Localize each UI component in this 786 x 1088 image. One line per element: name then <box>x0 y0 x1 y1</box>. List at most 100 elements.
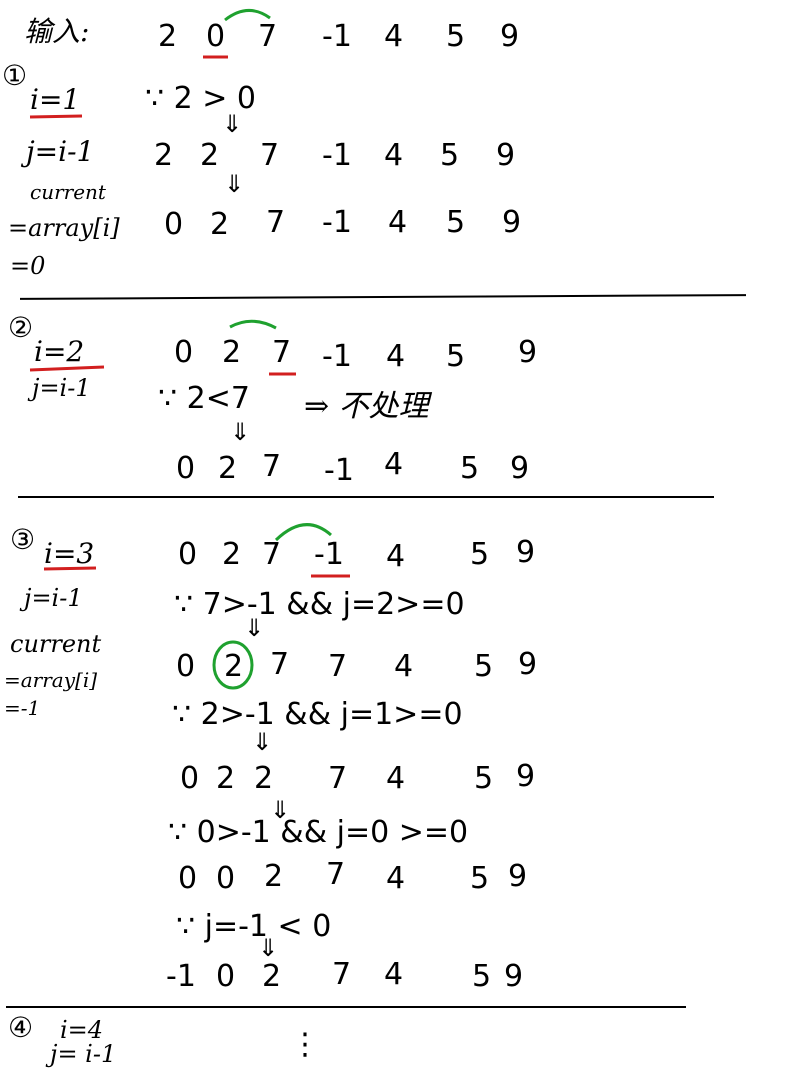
current-label: current <box>30 180 106 204</box>
array-cell: 2 <box>222 335 242 370</box>
array-cell: 7 <box>262 449 282 484</box>
array-cell: 4 <box>384 447 404 482</box>
array-cell: 0 <box>176 451 196 486</box>
green-arc <box>229 319 277 330</box>
array-cell: -1 <box>166 959 196 994</box>
array-cell: 4 <box>384 957 404 992</box>
array-cell: 9 <box>504 959 524 994</box>
array-cell: 0 <box>216 959 236 994</box>
array-cell: 9 <box>502 205 522 240</box>
condition-text: ∵ j=-1 < 0 <box>176 909 332 944</box>
array-cell: 0 <box>164 207 184 242</box>
array-cell: 7 <box>272 335 292 370</box>
array-cell: 0 <box>176 649 196 684</box>
array-cell: 5 <box>460 451 480 486</box>
down-arrow-icon: ⇓ <box>244 614 265 642</box>
array-cell: 7 <box>326 857 346 892</box>
array-cell: 9 <box>500 19 520 54</box>
array-cell: 4 <box>386 539 406 574</box>
array-cell: 9 <box>508 859 528 894</box>
array-cell: 0 <box>178 861 198 896</box>
array-cell: 9 <box>516 759 536 794</box>
array-cell: -1 <box>314 537 344 572</box>
array-cell: 9 <box>496 138 516 173</box>
array-cell: -1 <box>322 138 352 173</box>
array-cell: 7 <box>328 649 348 684</box>
array-cell: 4 <box>386 761 406 796</box>
array-cell: 4 <box>386 861 406 896</box>
array-cell: 7 <box>328 761 348 796</box>
step-marker: ③ <box>10 523 36 556</box>
array-cell: 5 <box>440 138 460 173</box>
array-cell: 7 <box>262 537 282 572</box>
array-cell: 0 <box>206 19 226 54</box>
array-cell: 5 <box>470 861 490 896</box>
j-label: j=i-1 <box>26 135 95 168</box>
array-cell: 2 <box>264 859 284 894</box>
current-expr: =array[i] <box>8 214 120 242</box>
input-label: 输入: <box>24 15 90 48</box>
array-cell: 0 <box>174 335 194 370</box>
array-cell: 7 <box>270 647 290 682</box>
continuation-dots: ⋮ <box>290 1027 320 1062</box>
j-label: j=i-1 <box>32 374 91 402</box>
array-cell: 9 <box>518 335 538 370</box>
compare-text: ∵ 2 > 0 <box>145 81 257 116</box>
array-cell: 9 <box>518 647 538 682</box>
down-arrow-icon: ⇓ <box>252 728 273 756</box>
array-cell: 2 <box>222 537 242 572</box>
array-cell: 4 <box>388 205 408 240</box>
i-label: i=1 <box>30 83 81 116</box>
step-marker: ② <box>8 311 34 344</box>
section-divider <box>18 496 714 498</box>
array-cell: 5 <box>474 649 494 684</box>
array-cell: 5 <box>474 761 494 796</box>
array-cell: 2 <box>216 761 236 796</box>
down-arrow-icon: ⇓ <box>258 934 279 962</box>
down-arrow-icon: ⇓ <box>224 170 245 198</box>
i-label: i=4 <box>60 1016 104 1044</box>
compare-text: ∵ 2<7 <box>158 381 250 416</box>
array-cell: 9 <box>516 535 536 570</box>
array-cell: -1 <box>324 453 354 488</box>
array-cell: 4 <box>394 649 414 684</box>
array-cell: 7 <box>258 19 278 54</box>
array-cell: 7 <box>260 138 280 173</box>
array-cell: 5 <box>446 19 466 54</box>
section-divider <box>6 1006 686 1008</box>
red-underline <box>29 114 83 119</box>
array-cell: 4 <box>384 19 404 54</box>
down-arrow-icon: ⇓ <box>230 418 251 446</box>
array-cell: 2 <box>154 138 174 173</box>
array-cell: 4 <box>386 339 406 374</box>
condition-text: ∵ 7>-1 && j=2>=0 <box>174 587 465 622</box>
condition-text: ∵ 2>-1 && j=1>=0 <box>172 697 463 732</box>
down-arrow-icon: ⇓ <box>222 110 243 138</box>
array-cell: -1 <box>322 339 352 374</box>
j-label: j=i-1 <box>24 584 83 612</box>
step-marker: ④ <box>8 1011 34 1044</box>
array-cell: 0 <box>180 761 200 796</box>
current-value: =0 <box>10 252 46 280</box>
i-label: i=2 <box>34 335 85 368</box>
array-cell: 2 <box>224 649 244 684</box>
current-expr: =array[i] <box>4 668 98 692</box>
array-cell: 5 <box>472 959 492 994</box>
array-cell: -1 <box>322 19 352 54</box>
array-cell: 7 <box>266 205 286 240</box>
array-cell: 0 <box>216 861 236 896</box>
current-label: current <box>10 630 102 658</box>
step-marker: ① <box>2 59 28 92</box>
array-cell: 2 <box>210 207 230 242</box>
array-cell: 9 <box>510 451 530 486</box>
array-cell: 2 <box>262 959 282 994</box>
result-text: ⇒ 不处理 <box>304 389 429 424</box>
array-cell: 2 <box>218 451 238 486</box>
array-cell: 2 <box>200 138 220 173</box>
array-cell: -1 <box>322 205 352 240</box>
array-cell: 5 <box>470 537 490 572</box>
condition-text: ∵ 0>-1 && j=0 >=0 <box>168 815 469 850</box>
j-label: j= i-1 <box>50 1040 117 1068</box>
section-divider <box>19 294 747 300</box>
array-cell: 4 <box>384 138 404 173</box>
